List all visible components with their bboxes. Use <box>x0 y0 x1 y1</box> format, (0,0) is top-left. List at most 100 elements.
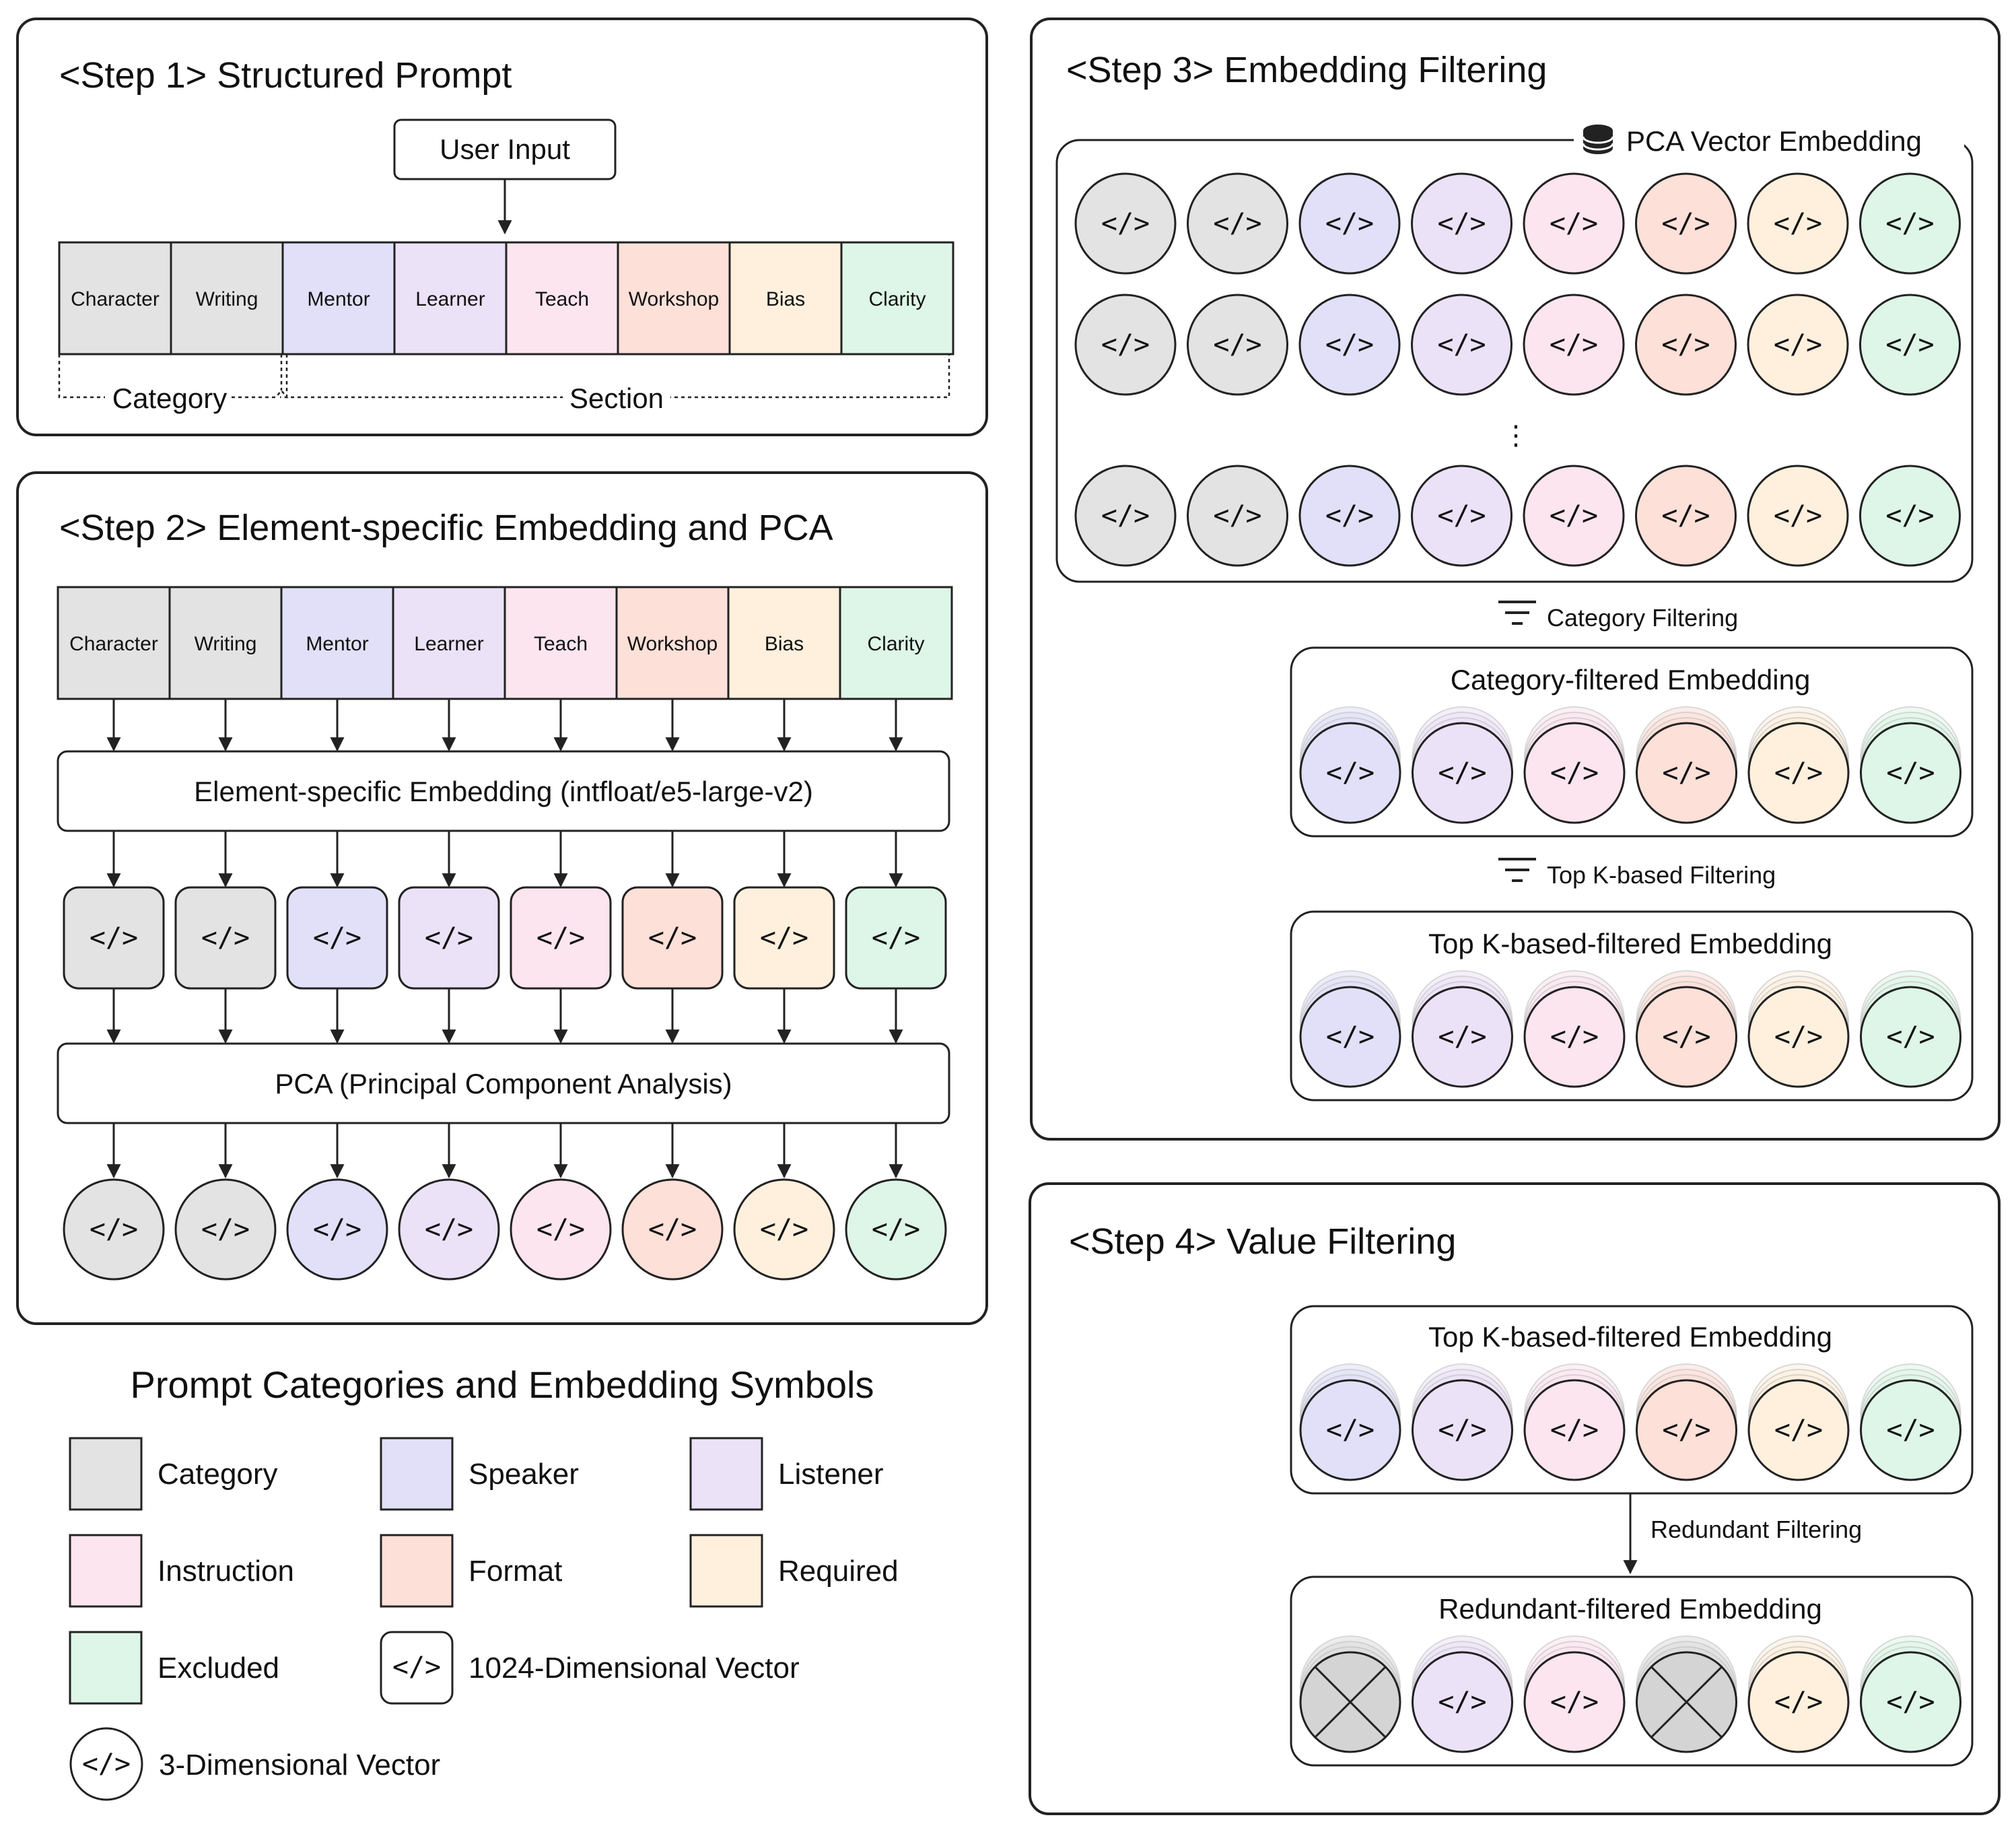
pca-vector-db-label: PCA Vector Embedding <box>1626 125 1922 157</box>
topk-filtering-label: Top K-based Filtering <box>1547 861 1776 889</box>
topk-filtered-vector-bias <box>1747 986 1850 1088</box>
step2-1024d-vectors: </></></></></></></></> <box>63 886 947 990</box>
vector-3d-learner <box>398 1178 500 1281</box>
pca-vector-writing <box>1187 465 1288 567</box>
topk-filtered-vector-workshop-glyph: </> <box>1662 1021 1710 1052</box>
topk-filtered-vector-mentor <box>1299 986 1401 1088</box>
pca-vector-teach-glyph: </> <box>1550 208 1598 239</box>
pca-vector-writing-glyph: </> <box>1213 329 1261 360</box>
redundant-removed-vector-cross-b <box>1314 1666 1387 1738</box>
legend-label-category: Category <box>158 1458 278 1491</box>
vector-1024d-glyph: </> <box>425 922 473 953</box>
step4-topk-vector-bias <box>1747 1379 1850 1481</box>
vertical-ellipsis: ⋮ <box>1502 421 1529 450</box>
step1-cell-label: Workshop <box>629 288 720 310</box>
step3-title: <Step 3> Embedding Filtering <box>1066 50 1547 90</box>
pca-vector-character <box>1074 294 1177 396</box>
step3-panel: <Step 3> Embedding Filtering PCA Vector … <box>1030 18 2001 1141</box>
pca-vector-bias <box>1747 294 1849 396</box>
step1-cell-label: Mentor <box>307 288 370 310</box>
step4-topk-title: Top K-based-filtered Embedding <box>1428 1321 1832 1353</box>
step4-topk-vector-teach <box>1523 1379 1626 1481</box>
step1-cell-character <box>58 241 172 355</box>
pca-vector-workshop <box>1635 172 1737 275</box>
pca-vector-clarity-glyph: </> <box>1885 208 1934 239</box>
topk-filtered-vector-clarity-glyph: </> <box>1886 1021 1935 1052</box>
step1-cell-label: Clarity <box>868 288 926 310</box>
legend-swatch-excluded <box>69 1631 143 1705</box>
topk-filtered-vector-clarity <box>1860 986 1961 1088</box>
category-filtered-vector-teach-glyph: </> <box>1550 757 1599 788</box>
pca-vector-bias <box>1747 465 1849 567</box>
category-filtered-vector-clarity-glyph: </> <box>1886 757 1935 788</box>
legend-label-excluded: Excluded <box>158 1652 279 1685</box>
step4-topk-vector-mentor-glyph: </> <box>1326 1415 1375 1446</box>
legend-3d-label: 3-Dimensional Vector <box>159 1749 440 1782</box>
step2-cell-writing <box>168 586 283 700</box>
vector-3d-writing-glyph: </> <box>201 1214 250 1245</box>
pca-vector-character-glyph: </> <box>1101 208 1150 239</box>
step2-cell-label: Writing <box>195 633 257 655</box>
pca-vector-writing <box>1187 172 1288 275</box>
vector-1024d-glyph: </> <box>648 922 697 953</box>
step4-title: <Step 4> Value Filtering <box>1069 1221 1456 1262</box>
legend: Prompt Categories and Embedding Symbols … <box>69 1363 899 1801</box>
embedding-model-label: Element-specific Embedding (intfloat/e5-… <box>194 776 813 807</box>
pca-vector-teach <box>1523 294 1625 396</box>
step4-topk-vectors: </></></></></></> <box>1299 1363 1961 1481</box>
pca-vector-writing-glyph: </> <box>1213 500 1261 531</box>
category-filtered-vector-clarity <box>1860 722 1961 824</box>
category-filtered-vector-bias-glyph: </> <box>1774 757 1823 788</box>
pca-vector-clarity <box>1859 465 1961 567</box>
category-filtered-vector-learner-glyph: </> <box>1438 757 1486 788</box>
step2-cell-label: Clarity <box>867 633 924 655</box>
pca-vector-mentor-glyph: </> <box>1325 500 1374 531</box>
step2-title: <Step 2> Element-specific Embedding and … <box>59 508 833 548</box>
category-bracket-label: Category <box>112 382 227 414</box>
legend-label-format: Format <box>468 1555 562 1588</box>
step2-cell-label: Workshop <box>627 633 718 655</box>
topk-filtered-vector-teach <box>1523 986 1626 1088</box>
pca-vector-bias <box>1747 172 1849 275</box>
step2-cell-label: Mentor <box>306 633 368 655</box>
legend-label-speaker: Speaker <box>468 1458 579 1491</box>
pca-vector-writing-glyph: </> <box>1213 208 1261 239</box>
pca-vector-character-glyph: </> <box>1101 329 1150 360</box>
redundant-kept-vector-bias-glyph: </> <box>1774 1687 1823 1718</box>
redundant-kept-vector-learner <box>1412 1651 1513 1753</box>
step1-title: <Step 1> Structured Prompt <box>59 55 512 96</box>
step2-arrows-to-pca <box>106 988 903 1044</box>
step2-cell-label: Bias <box>765 633 804 655</box>
category-filtered-vectors: </></></></></></> <box>1299 706 1961 824</box>
category-filtered-vector-bias <box>1747 722 1850 824</box>
pca-vector-character <box>1074 465 1177 567</box>
pca-vector-clarity-glyph: </> <box>1885 500 1934 531</box>
redundant-kept-vector-teach <box>1523 1651 1626 1753</box>
step1-cell-label: Character <box>71 288 160 310</box>
step2-cell-workshop <box>615 586 730 700</box>
vector-3d-teach-glyph: </> <box>536 1214 585 1245</box>
category-filtering-label: Category Filtering <box>1547 604 1738 632</box>
vector-1024d-glyph: </> <box>313 922 361 953</box>
pca-vector-grid: </></></></></></></></></></></></></><… <box>1074 172 1961 567</box>
legend-swatch-category <box>69 1437 143 1511</box>
topk-filtered-title: Top K-based-filtered Embedding <box>1428 928 1832 959</box>
pca-vector-workshop <box>1635 465 1737 567</box>
pca-vector-mentor <box>1298 172 1401 275</box>
step4-topk-vector-mentor <box>1299 1379 1401 1481</box>
pca-vector-db-box <box>1055 139 1974 583</box>
pca-vector-clarity <box>1859 172 1961 275</box>
step1-cell-teach <box>505 241 619 355</box>
legend-label-listener: Listener <box>778 1458 884 1491</box>
vector-3d-bias-glyph: </> <box>760 1214 808 1245</box>
step1-cell-label: Bias <box>766 288 805 310</box>
redundant-filtered-title: Redundant-filtered Embedding <box>1438 1593 1822 1625</box>
step2-arrows-to-3d-vectors <box>106 1123 903 1179</box>
step1-cell-clarity <box>840 241 954 355</box>
vector-1024d-glyph: </> <box>872 922 920 953</box>
step4-panel: <Step 4> Value Filtering Top K-based-fil… <box>1029 1182 2001 1815</box>
legend-square-symbol <box>380 1631 454 1705</box>
pca-vector-bias-glyph: </> <box>1774 208 1822 239</box>
